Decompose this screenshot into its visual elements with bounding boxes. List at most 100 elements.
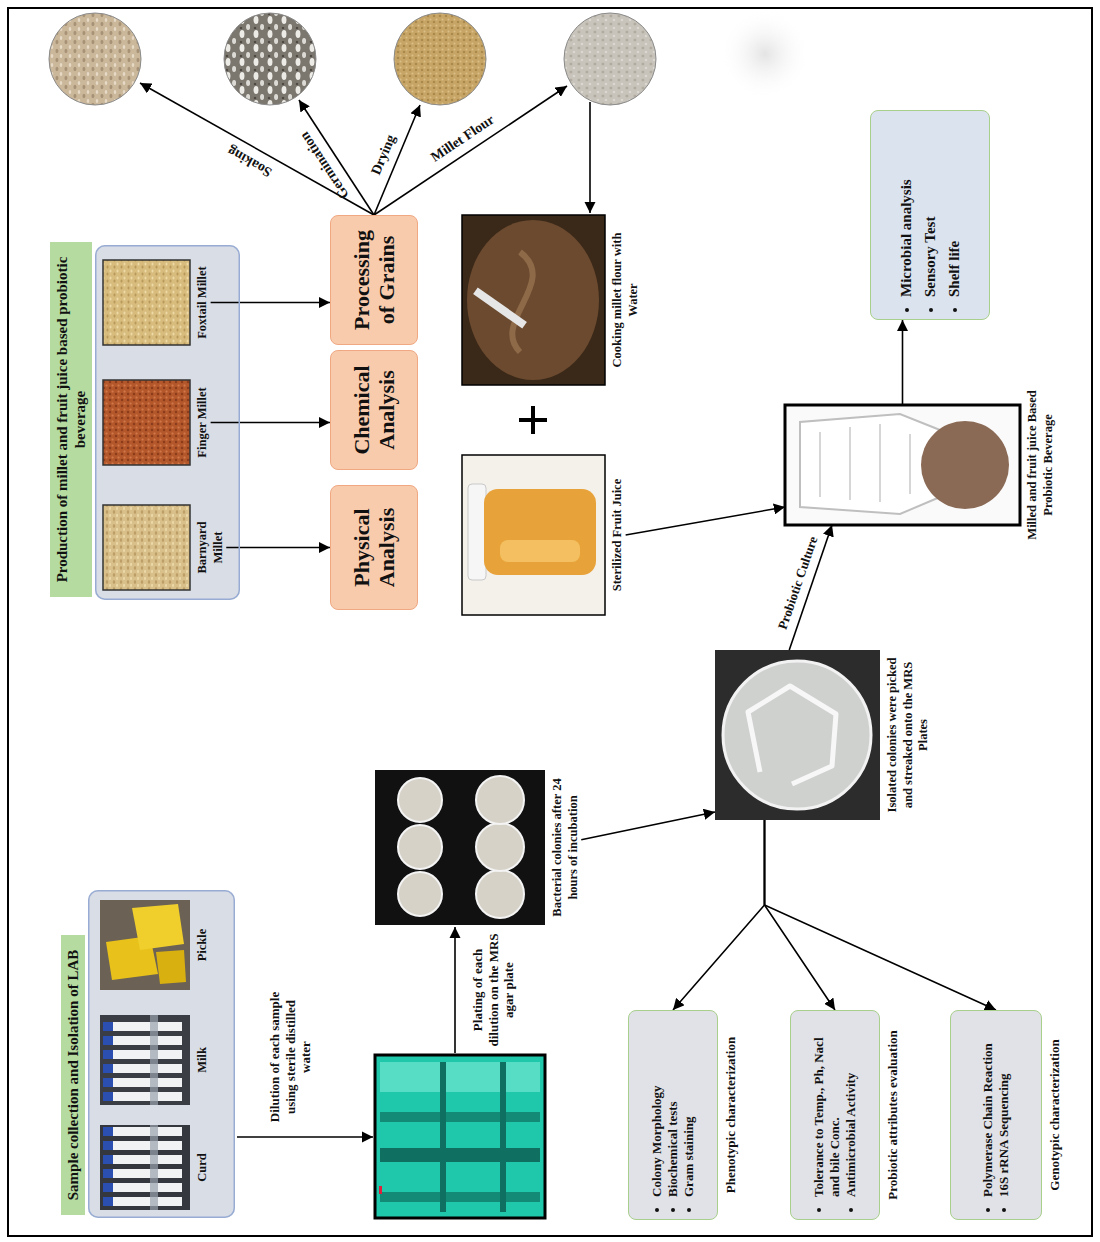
colonies-photo xyxy=(375,770,545,925)
photo-area xyxy=(103,505,190,590)
curd-photo xyxy=(112,1155,182,1164)
curd-photo xyxy=(112,1169,182,1178)
curd-photo xyxy=(103,1197,113,1206)
colonies-photo xyxy=(476,776,524,824)
photo-caption: Foxtail Millet xyxy=(195,260,211,345)
photo-area xyxy=(103,380,190,465)
bullet-box: Microbial analysisSensory TestShelf life xyxy=(870,110,990,320)
barnyard-millet-photo xyxy=(103,505,190,590)
pickle-photo xyxy=(100,900,190,990)
photo-caption: Sterilized Fruit Juice xyxy=(610,455,626,615)
step-label: Drying xyxy=(368,132,400,177)
photo-area xyxy=(100,1015,190,1105)
juice-photo xyxy=(462,455,605,615)
milk-photo xyxy=(103,1064,113,1073)
milk-photo xyxy=(112,1036,182,1045)
beverage-photo xyxy=(785,405,1020,525)
colonies-photo xyxy=(375,770,545,925)
photo-figure: Barnyard Millet xyxy=(103,505,226,590)
dilution-photo xyxy=(380,1062,540,1092)
curd-photo xyxy=(112,1183,182,1192)
milk-photo xyxy=(112,1022,182,1101)
process-arrows xyxy=(374,86,567,215)
cooking-photo xyxy=(462,215,605,385)
grain-circles xyxy=(49,13,656,105)
barnyard-millet-photo xyxy=(103,505,190,590)
grain-circles xyxy=(564,13,656,105)
curd-photo xyxy=(103,1127,113,1136)
bullet-item: Tolerance to Temp., Ph, Nacl and bile Co… xyxy=(811,1019,844,1197)
process-arrows xyxy=(140,83,374,215)
panel-ground xyxy=(88,890,235,1218)
dilution-photo xyxy=(380,1192,540,1202)
curd-photo xyxy=(150,1125,158,1210)
bullet-item: Polymerase Chain Reaction xyxy=(980,1019,996,1197)
bullet-frame: Microbial analysisSensory TestShelf life xyxy=(870,110,990,320)
bullet-frame: Colony MorphologyBiochemical testsGram s… xyxy=(628,1010,718,1220)
bullet-item: Sensory Test xyxy=(918,119,942,297)
bullet-box: Polymerase Chain Reaction16S rRNA Sequen… xyxy=(950,1010,1063,1220)
photo-figure: Milk xyxy=(100,1015,211,1105)
bullet-box: Colony MorphologyBiochemical testsGram s… xyxy=(628,1010,739,1220)
arrow-note: Plating of each dilution on the MRS agar… xyxy=(470,931,517,1049)
juice-photo xyxy=(484,489,596,575)
milk-photo xyxy=(112,1050,182,1059)
juice-photo xyxy=(462,455,605,615)
flow-arrow xyxy=(673,820,765,1010)
process-arrows xyxy=(237,1136,373,1138)
milk-photo xyxy=(150,1015,158,1105)
streak-plate-photo xyxy=(715,650,880,820)
photo-caption: Milled and fruit juice Based Probiotic B… xyxy=(1025,380,1056,550)
bullet-list: Polymerase Chain Reaction16S rRNA Sequen… xyxy=(980,1019,1013,1215)
faint-circle xyxy=(719,8,811,100)
dilution-photo xyxy=(440,1062,446,1212)
process-arrows xyxy=(454,927,456,1053)
curd-photo xyxy=(112,1141,182,1150)
photo-figure: Isolated colonies were picked and streak… xyxy=(715,650,932,820)
grain-circles xyxy=(224,13,316,105)
bullet-item: 16S rRNA Sequencing xyxy=(996,1019,1012,1197)
milk-photo xyxy=(100,1015,190,1105)
plus-symbol xyxy=(519,418,547,422)
flow-arrow xyxy=(902,320,904,405)
photo-caption: Cooking millet flour with Water xyxy=(610,215,641,385)
panel-heading: Production of millet and fruit juice bas… xyxy=(50,242,92,597)
beverage-photo xyxy=(820,424,910,502)
pickle-photo xyxy=(100,900,190,990)
colonies-photo xyxy=(398,776,524,918)
curd-photo xyxy=(103,1155,113,1164)
photo-area xyxy=(715,650,880,820)
box-label: Chemical Analysis xyxy=(349,357,400,463)
bullet-list: Colony MorphologyBiochemical testsGram s… xyxy=(649,1019,698,1215)
colonies-photo xyxy=(398,778,442,822)
juice-photo xyxy=(500,540,580,562)
milk-photo xyxy=(103,1036,113,1045)
photo-caption: Curd xyxy=(195,1125,211,1210)
juice-photo xyxy=(468,484,486,580)
cooking-photo xyxy=(473,288,527,329)
bullet-item: Antimicrobial Activity xyxy=(843,1019,859,1197)
dilution-photo xyxy=(500,1062,506,1212)
box-caption: Phenotypic characterization xyxy=(723,1010,739,1220)
process-box: Processing of Grains xyxy=(330,215,418,345)
milk-photo xyxy=(112,1064,182,1073)
beverage-photo xyxy=(785,405,1020,525)
box-caption: Probiotic attributes evaluation xyxy=(885,1010,901,1220)
flow-arrow xyxy=(581,812,715,840)
photo-figure: Pickle xyxy=(100,900,211,990)
colonies-photo xyxy=(398,825,442,869)
process-box: Physical Analysis xyxy=(330,485,418,610)
process-box: Chemical Analysis xyxy=(330,350,418,470)
curd-photo xyxy=(100,1125,190,1210)
pickle-photo xyxy=(156,950,186,984)
milk-photo xyxy=(112,1078,182,1087)
milk-photo xyxy=(103,1050,113,1059)
grain-circles xyxy=(394,13,486,105)
photo-figure: Sterilized Fruit Juice xyxy=(462,455,626,615)
finger-millet-photo xyxy=(103,380,190,465)
photo-caption: Isolated colonies were picked and streak… xyxy=(885,650,932,820)
step-label: Soaking xyxy=(225,142,275,180)
photo-area xyxy=(462,455,605,615)
photo-area xyxy=(103,260,190,345)
flow-arrow xyxy=(226,547,330,549)
